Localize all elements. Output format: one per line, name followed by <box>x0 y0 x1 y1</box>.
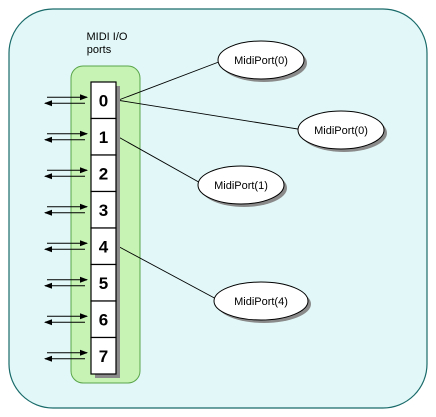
midi-port-label-0: MidiPort(0) <box>234 55 288 67</box>
port-box-7 <box>90 336 117 375</box>
port-connectors <box>117 59 305 302</box>
connector-line-0 <box>117 59 225 101</box>
port-list: 0 1 2 3 4 5 6 7 <box>90 81 120 378</box>
midi-port-label-2: MidiPort(1) <box>214 180 268 192</box>
midi-port-label-1: MidiPort(0) <box>314 125 368 137</box>
midi-port-label-3: MidiPort(4) <box>234 296 288 308</box>
io-arrows <box>44 94 88 362</box>
connector-line-2 <box>117 136 205 186</box>
port-number-5: 5 <box>99 274 108 293</box>
connector-line-1 <box>117 99 305 131</box>
column-header-line-1: MIDI I/O <box>87 31 128 43</box>
port-box-3 <box>90 190 117 229</box>
midi-port-node-2 <box>197 165 285 205</box>
midi-port-node-3 <box>213 281 309 321</box>
port-number-7: 7 <box>99 347 108 366</box>
midi-port-node-0 <box>217 40 305 80</box>
connector-line-3 <box>117 245 221 302</box>
port-number-3: 3 <box>99 201 108 220</box>
midi-port-nodes: MidiPort(0) MidiPort(0) MidiPort(1) MidiPor… <box>197 40 387 323</box>
port-number-4: 4 <box>99 237 109 256</box>
port-number-0: 0 <box>99 91 108 110</box>
midi-port-node-1 <box>297 110 385 150</box>
port-number-1: 1 <box>99 128 108 147</box>
column-header-line-2: ports <box>87 44 112 56</box>
port-number-6: 6 <box>99 310 108 329</box>
port-box-2 <box>90 154 117 193</box>
port-number-2: 2 <box>99 164 108 183</box>
port-box-0 <box>90 81 117 120</box>
